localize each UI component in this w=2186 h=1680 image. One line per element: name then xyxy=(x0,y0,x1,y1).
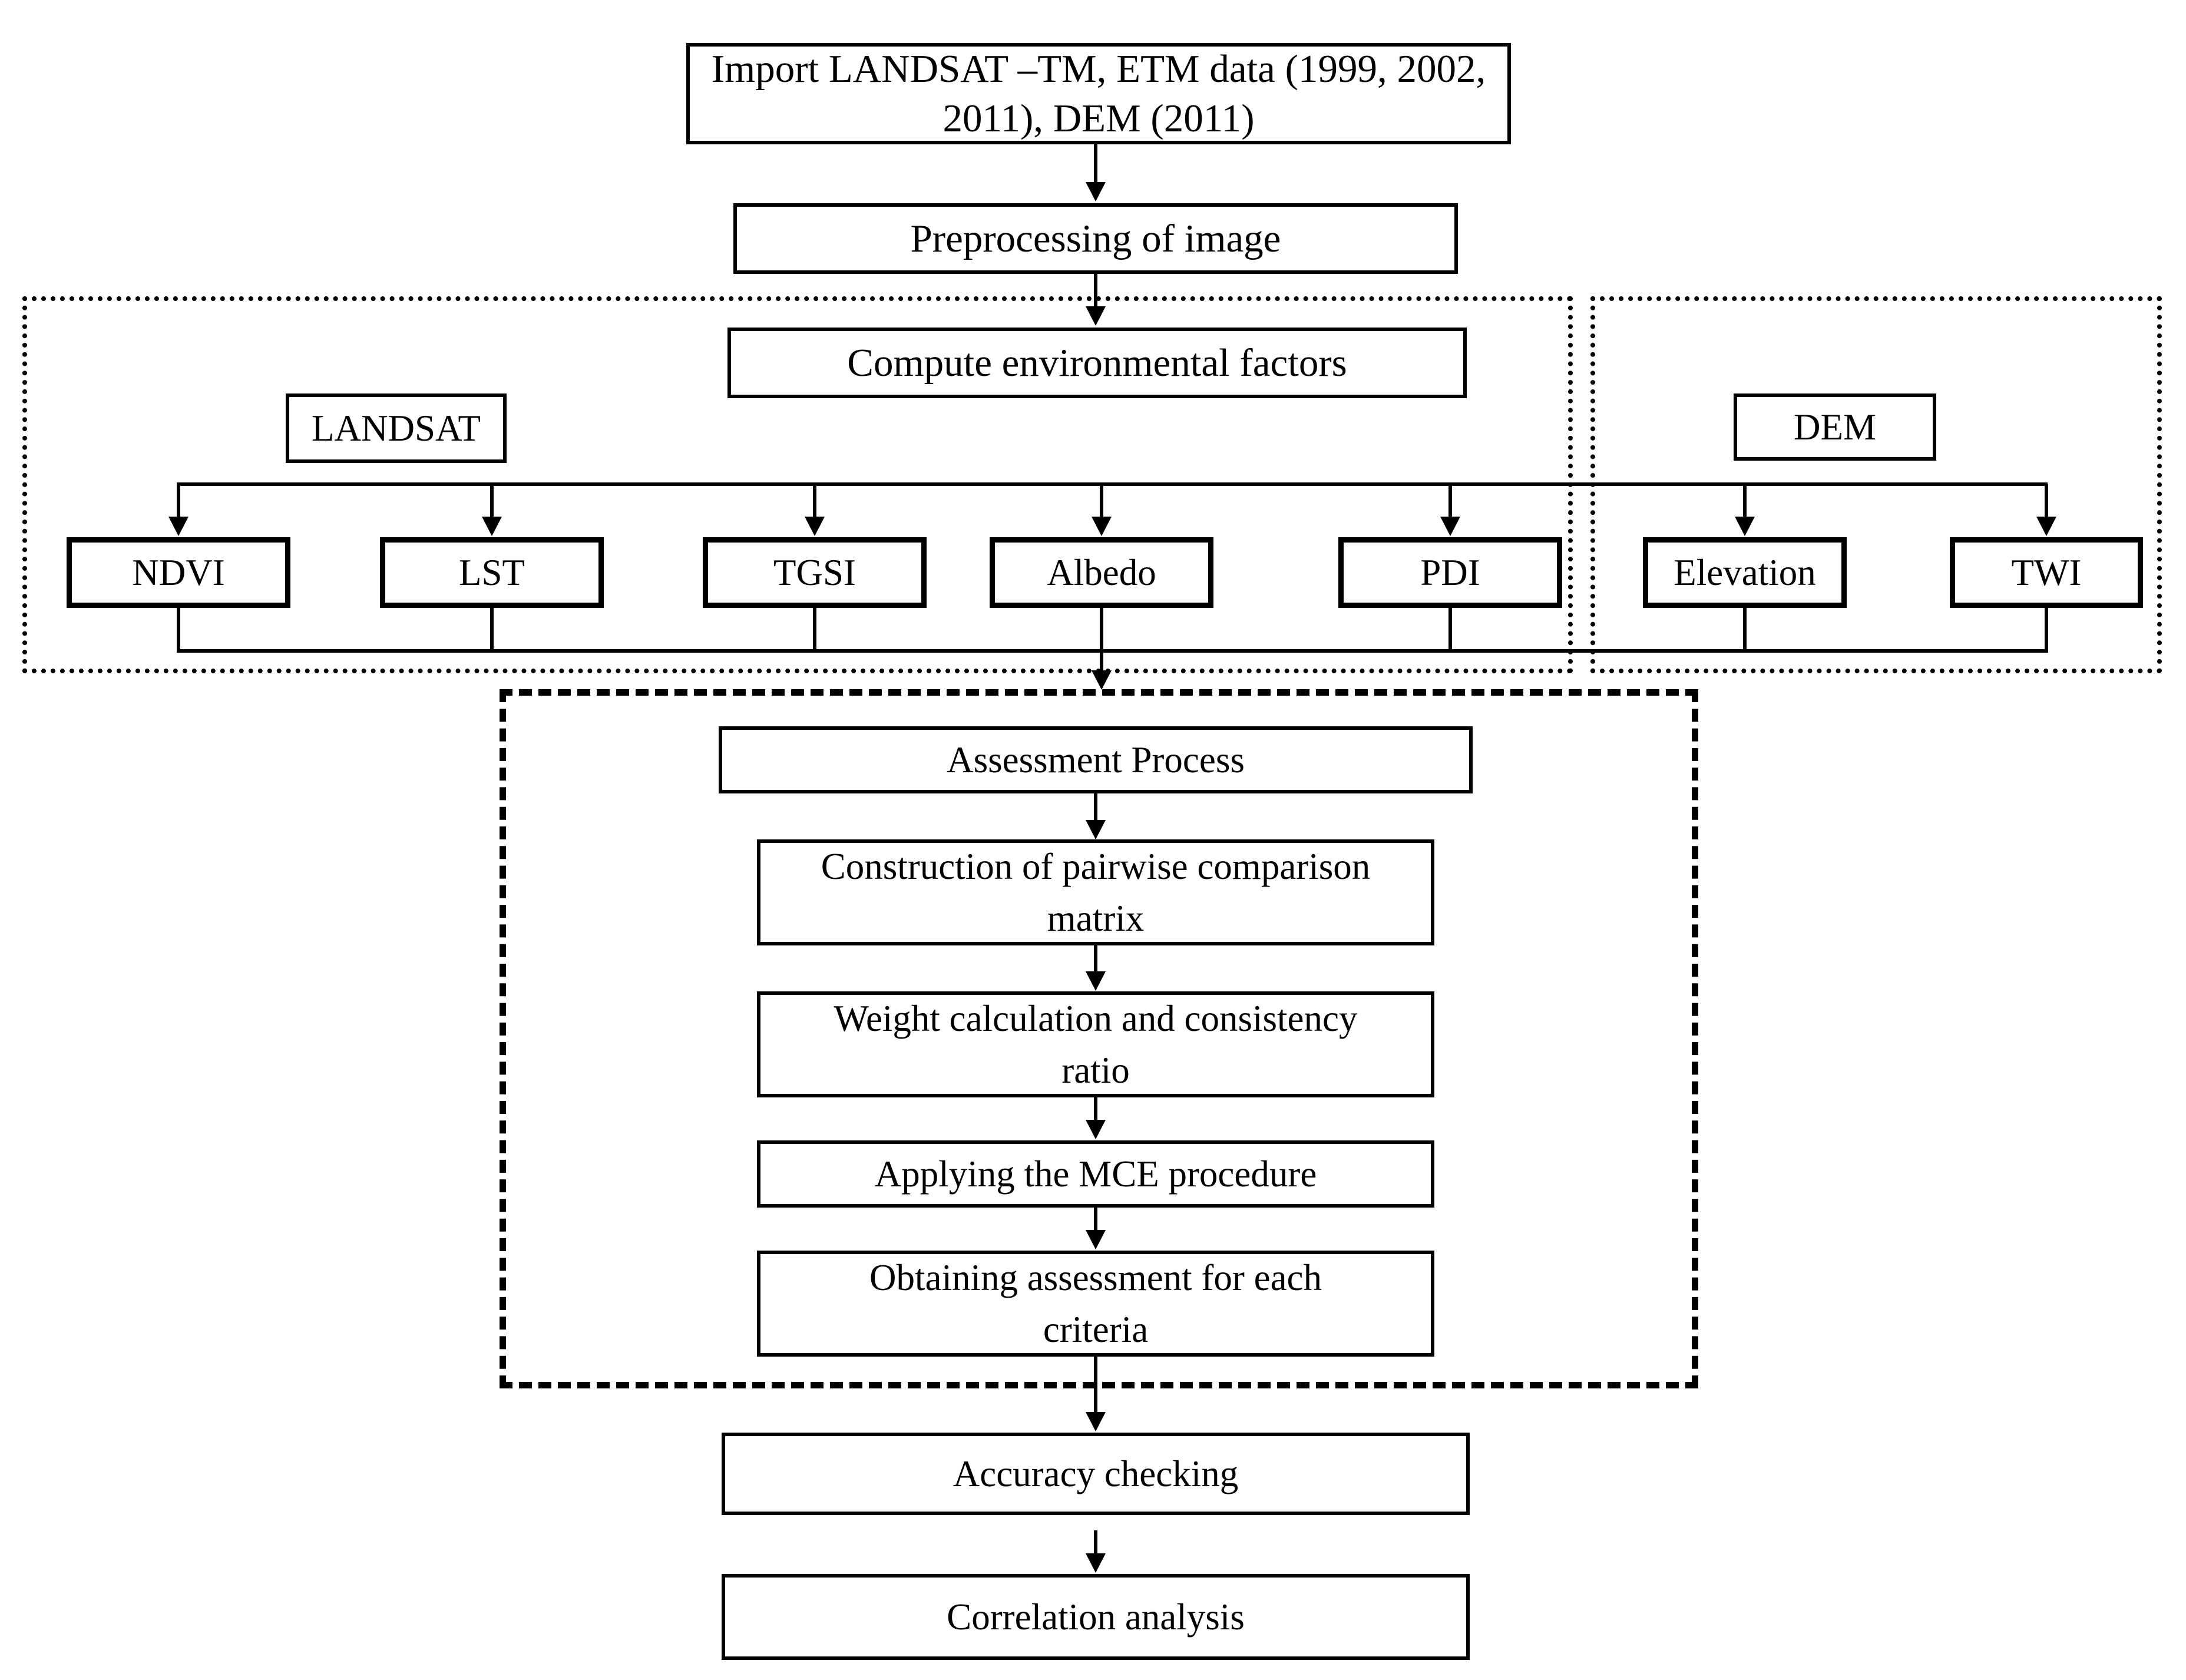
node-label: criteria xyxy=(1043,1309,1149,1350)
node-label: Albedo xyxy=(1047,552,1156,593)
arrowhead-icon xyxy=(1735,517,1755,536)
node-label: Compute environmental factors xyxy=(847,341,1347,385)
factor-bus-line-bottom xyxy=(177,649,2048,653)
arrowhead-icon xyxy=(1086,1553,1106,1573)
arrow-to-pdi xyxy=(1448,484,1452,518)
node-label: Applying the MCE procedure xyxy=(874,1153,1317,1195)
node-label: Elevation xyxy=(1674,552,1816,593)
node-label: Preprocessing of image xyxy=(910,217,1281,260)
arrowhead-icon xyxy=(1086,1120,1106,1139)
node-accuracy-checking: Accuracy checking xyxy=(722,1433,1470,1515)
node-label: LST xyxy=(458,552,525,593)
node-compute-factors: Compute environmental factors xyxy=(727,328,1467,398)
node-factor-lst: LST xyxy=(380,537,604,608)
arrowhead-icon xyxy=(805,517,825,536)
arrow-accuracy-to-correlation xyxy=(1094,1530,1097,1555)
node-label: LANDSAT xyxy=(311,408,481,449)
arrow-assessment-to-construction xyxy=(1094,793,1097,822)
arrow-mce-to-obtaining xyxy=(1094,1208,1097,1231)
arrowhead-icon xyxy=(168,517,188,536)
arrowhead-icon xyxy=(1086,1230,1106,1249)
arrow-weight-to-mce xyxy=(1094,1097,1097,1121)
node-label: 2011), DEM (2011) xyxy=(942,97,1255,140)
node-factor-ndvi: NDVI xyxy=(67,537,290,608)
node-factor-elevation: Elevation xyxy=(1643,537,1847,608)
node-label: Obtaining assessment for each xyxy=(869,1257,1322,1298)
node-label: PDI xyxy=(1420,552,1480,593)
node-factor-twi: TWI xyxy=(1950,537,2143,608)
node-label: Correlation analysis xyxy=(947,1596,1245,1638)
node-factor-albedo: Albedo xyxy=(990,537,1213,608)
arrow-to-twi xyxy=(2045,484,2048,518)
node-label: TWI xyxy=(2011,552,2082,593)
node-label: Accuracy checking xyxy=(953,1453,1239,1494)
arrowhead-icon xyxy=(1086,1412,1106,1431)
stub-elevation xyxy=(1743,608,1747,653)
node-obtaining-assessment: Obtaining assessment for each criteria xyxy=(757,1251,1434,1357)
stub-twi xyxy=(2045,608,2048,653)
factor-bus-line-top xyxy=(177,482,2048,486)
stub-ndvi xyxy=(177,608,180,653)
node-dem-label: DEM xyxy=(1734,393,1936,461)
node-label: Weight calculation and consistency xyxy=(834,998,1358,1039)
node-label: Import LANDSAT –TM, ETM data (1999, 2002… xyxy=(711,47,1486,91)
arrowhead-icon xyxy=(1092,670,1112,690)
arrow-albedo-to-assessment-region xyxy=(1100,608,1103,672)
arrow-to-ndvi xyxy=(177,484,180,518)
node-import-data: Import LANDSAT –TM, ETM data (1999, 2002… xyxy=(686,43,1511,144)
arrow-preprocessing-to-compute xyxy=(1094,274,1097,307)
node-preprocessing: Preprocessing of image xyxy=(733,203,1458,274)
node-label: Assessment Process xyxy=(947,739,1245,781)
arrow-to-albedo xyxy=(1100,484,1103,518)
arrowhead-icon xyxy=(2036,517,2056,536)
arrow-to-lst xyxy=(490,484,494,518)
node-weight-calculation: Weight calculation and consistency ratio xyxy=(757,991,1434,1097)
arrowhead-icon xyxy=(1086,306,1106,326)
arrowhead-icon xyxy=(1092,517,1112,536)
node-construction-matrix: Construction of pairwise comparison matr… xyxy=(757,839,1434,945)
node-correlation-analysis: Correlation analysis xyxy=(722,1574,1470,1660)
arrowhead-icon xyxy=(1086,820,1106,839)
arrowhead-icon xyxy=(482,517,502,536)
node-label: Construction of pairwise comparison xyxy=(821,846,1371,887)
node-label: DEM xyxy=(1794,406,1876,448)
stub-lst xyxy=(490,608,494,653)
node-factor-tgsi: TGSI xyxy=(703,537,927,608)
stub-tgsi xyxy=(813,608,816,653)
node-label: TGSI xyxy=(773,552,856,593)
node-factor-pdi: PDI xyxy=(1338,537,1562,608)
node-label: matrix xyxy=(1047,898,1145,939)
arrow-construction-to-weight xyxy=(1094,945,1097,973)
node-label: NDVI xyxy=(132,552,225,593)
arrow-import-to-preprocessing xyxy=(1094,144,1097,183)
arrowhead-icon xyxy=(1086,182,1106,201)
arrow-to-elevation xyxy=(1743,484,1747,518)
assessment-process-region xyxy=(500,689,1698,1388)
arrowhead-icon xyxy=(1086,971,1106,991)
stub-pdi xyxy=(1448,608,1452,653)
node-assessment-process: Assessment Process xyxy=(719,726,1473,793)
arrowhead-icon xyxy=(1440,517,1460,536)
arrow-to-tgsi xyxy=(813,484,816,518)
node-landsat-label: LANDSAT xyxy=(286,393,507,463)
node-label: ratio xyxy=(1061,1050,1130,1091)
node-mce-procedure: Applying the MCE procedure xyxy=(757,1140,1434,1208)
arrow-obtaining-to-accuracy xyxy=(1094,1357,1097,1414)
